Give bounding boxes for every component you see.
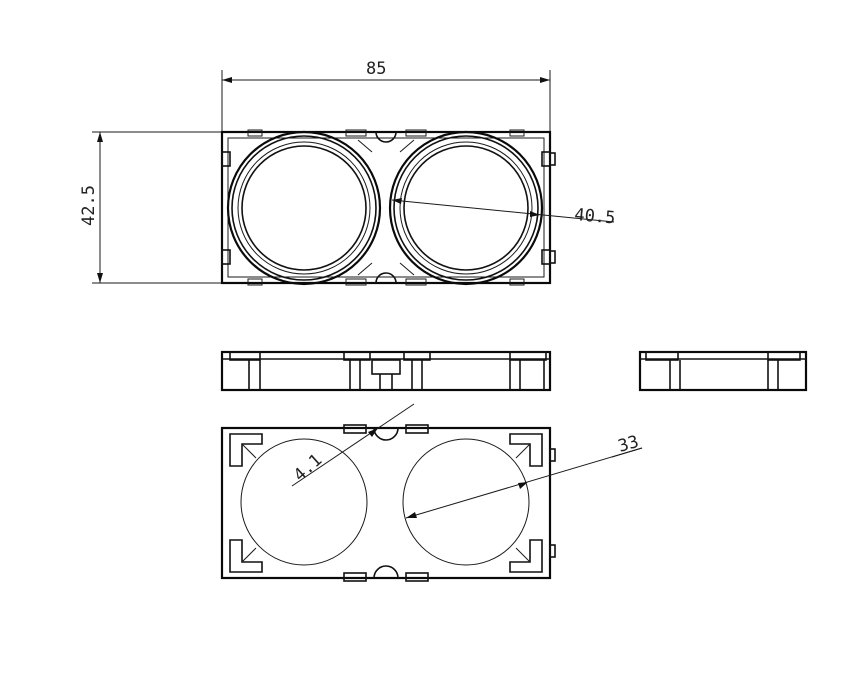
side-view (220, 350, 552, 392)
hole-right (402, 438, 530, 566)
dimension-height-label: 42.5 (79, 185, 99, 226)
bottom-view: 33 4.1 (220, 403, 643, 582)
end-view (638, 350, 808, 392)
dimension-notch-radius-label: 4.1 (290, 450, 326, 485)
cell-slot-left (226, 130, 382, 286)
top-view: 85 42.5 (79, 59, 617, 286)
holder-outline-top (220, 130, 552, 285)
dimension-length: 85 (221, 59, 551, 132)
dimension-hole-diameter: 33 (405, 432, 643, 519)
dimension-height: 42.5 (79, 131, 222, 284)
dimension-notch-radius: 4.1 (290, 403, 415, 487)
dimension-hole-diameter-label: 33 (616, 432, 641, 457)
dimension-cell-diameter-label: 40.5 (574, 205, 617, 228)
dimension-length-label: 85 (366, 59, 386, 79)
dimension-cell-diameter: 40.5 (391, 198, 617, 229)
cell-slot-right (388, 130, 544, 286)
hole-left (240, 438, 368, 566)
holder-outline-bottom (220, 426, 552, 580)
